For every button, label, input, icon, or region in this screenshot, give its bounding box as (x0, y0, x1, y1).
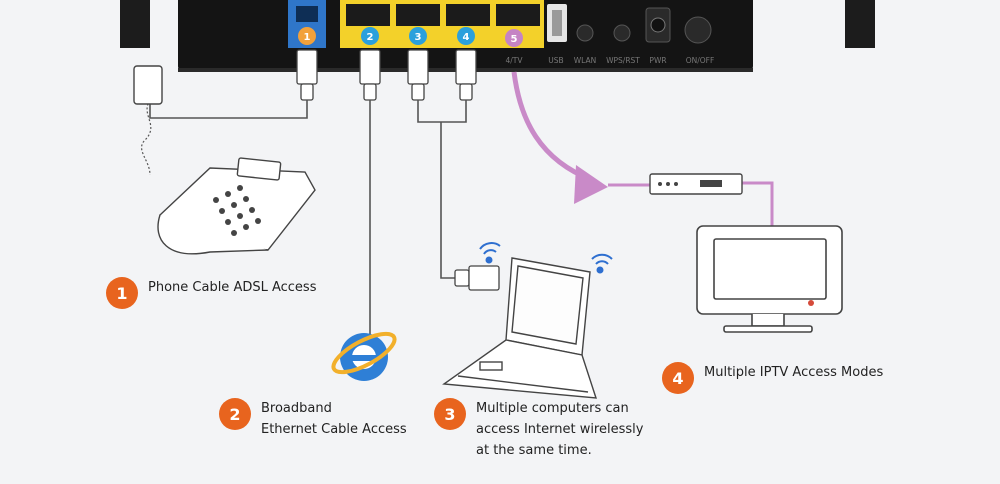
feature-badge-3: 3 (434, 398, 466, 430)
feature-1: 1 Phone Cable ADSL Access (106, 277, 316, 309)
port-badge-5-num: 5 (511, 34, 518, 45)
wifi-icon (479, 242, 501, 264)
power-switch (684, 16, 712, 44)
port-badge-5 (505, 29, 523, 47)
television (696, 225, 843, 333)
port-badge-3-num: 3 (415, 32, 422, 43)
feature-1-line-1: Phone Cable ADSL Access (148, 280, 317, 295)
feature-3: 3 Multiple computers can access Internet… (434, 398, 643, 461)
laptop-ethernet-plug (454, 265, 500, 291)
feature-2-line-1: Broadband (261, 401, 332, 416)
telephone (157, 157, 316, 255)
wlan-button (576, 24, 594, 42)
feature-text-3: Multiple computers can access Internet w… (476, 398, 643, 461)
internet-explorer-icon (331, 331, 397, 381)
feature-text-2: Broadband Ethernet Cable Access (261, 398, 407, 440)
feature-2-line-2: Ethernet Cable Access (261, 422, 407, 437)
feature-4-line-1: Multiple IPTV Access Modes (704, 365, 884, 380)
lan-plug-4 (455, 49, 477, 85)
label-pwr: PWR (649, 56, 666, 65)
feature-2: 2 Broadband Ethernet Cable Access (219, 398, 407, 440)
cable-plugs (296, 49, 477, 101)
port-badge-4-num: 4 (463, 32, 470, 43)
feature-text-4: Multiple IPTV Access Modes (704, 362, 883, 383)
network-cables (149, 100, 773, 335)
port-badge-1-num: 1 (304, 32, 311, 43)
feature-text-1: Phone Cable ADSL Access (148, 277, 316, 298)
laptop (442, 257, 597, 399)
wall-phone-jack (133, 65, 163, 105)
port-badges: 1 2 3 4 5 (298, 27, 523, 47)
feature-4: 4 Multiple IPTV Access Modes (662, 362, 883, 394)
port-badge-1 (298, 27, 316, 45)
port-badge-2 (361, 27, 379, 45)
wifi-icon-2 (591, 253, 613, 274)
wps-button (613, 24, 631, 42)
lan-plug-3 (407, 49, 429, 85)
label-wps: WPS/RST (606, 56, 640, 65)
label-onoff: ON/OFF (686, 56, 715, 65)
router-back-panel (120, 0, 875, 72)
label-wlan: WLAN (574, 56, 597, 65)
set-top-box (649, 173, 743, 195)
feature-3-line-1: Multiple computers can (476, 401, 629, 416)
label-usb: USB (548, 56, 563, 65)
feature-badge-2: 2 (219, 398, 251, 430)
port-badge-3 (409, 27, 427, 45)
port-badge-4 (457, 27, 475, 45)
iptv-connection (511, 71, 774, 226)
port-badge-2-num: 2 (367, 32, 374, 43)
feature-3-line-2: access Internet wirelessly (476, 422, 644, 437)
lan-plug-2 (359, 49, 381, 85)
phone-plug (296, 49, 318, 85)
feature-badge-1: 1 (106, 277, 138, 309)
feature-3-line-3: at the same time. (476, 443, 592, 458)
port-labels: 4/TV USB WLAN WPS/RST PWR ON/OFF (505, 56, 714, 65)
feature-badge-4: 4 (662, 362, 694, 394)
port-label-tv: 4/TV (505, 56, 523, 65)
